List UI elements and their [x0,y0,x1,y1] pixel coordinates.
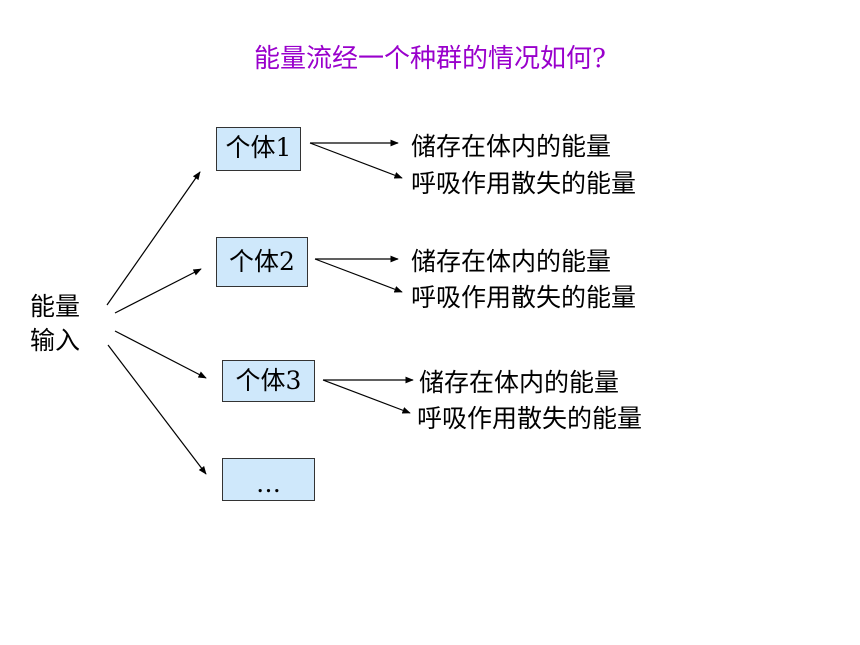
node-1-stored-energy: 储存在体内的能量 [411,132,612,161]
node-2-stored-energy: 储存在体内的能量 [411,247,612,276]
node-3-respiration-loss: 呼吸作用散失的能量 [417,404,643,433]
energy-input-label: 能量 输入 [30,290,80,358]
node-3-stored-energy: 储存在体内的能量 [419,368,620,397]
node-1-respiration-loss: 呼吸作用散失的能量 [411,169,637,198]
arrow-input-to-node-4 [107,344,207,475]
individual-3-box: 个体3 [222,360,315,402]
energy-input-line1: 能量 [30,292,81,321]
node-2-respiration-loss: 呼吸作用散失的能量 [411,283,637,312]
arrow-node-3-respiration [322,379,411,414]
energy-input-line2: 输入 [30,326,81,355]
arrow-node-2-respiration [314,258,403,293]
individual-2-box: 个体2 [216,237,308,287]
arrow-input-to-node-1 [106,171,201,306]
individual-more-box: … [222,458,315,501]
individual-1-box: 个体1 [216,127,301,171]
arrow-node-1-respiration [309,142,403,179]
diagram-title: 能量流经一个种群的情况如何? [254,44,606,74]
arrow-input-to-node-3 [114,330,207,379]
arrow-input-to-node-2 [114,268,202,314]
